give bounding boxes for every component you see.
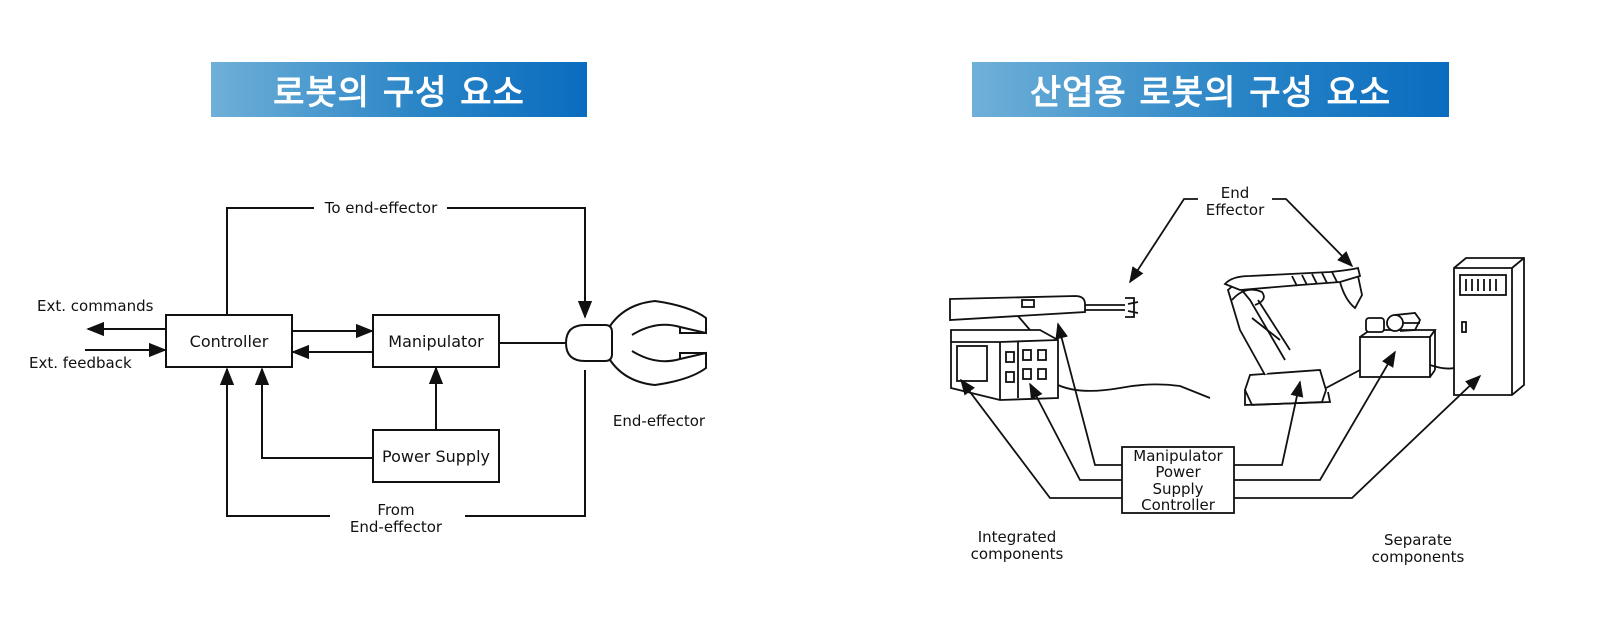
separate-robot-arm-icon (1223, 266, 1363, 406)
cable-1 (1057, 383, 1211, 399)
from-end-effector-line-right (465, 370, 586, 517)
right-diagram-labels: End Effector Manipulator Power Supply Co… (971, 184, 1465, 566)
manipulator-box (372, 314, 500, 368)
left-block-diagram (85, 207, 707, 517)
power-to-ctrl-arrow (254, 367, 373, 459)
from-label-line1: From (377, 501, 414, 519)
end-effector-pointer-right (1272, 198, 1354, 268)
end-effector-pointer-left (1129, 198, 1198, 284)
to-end-effector-label: To end-effector (324, 199, 438, 217)
right-industrial-diagram (949, 198, 1525, 514)
end-label-line2: Effector (1206, 201, 1265, 219)
end-effector-label: End-effector (613, 412, 706, 430)
right-title-banner: 산업용 로봇의 구성 요소 (972, 62, 1449, 117)
separate-label-line2: components (1372, 548, 1465, 566)
manipulator-power-controller-box (1121, 446, 1235, 514)
power-supply-label: Power Supply (382, 447, 490, 466)
controller-box (165, 314, 293, 368)
end-label-line1: End (1221, 184, 1250, 202)
left-title: 로봇의 구성 요소 (273, 73, 525, 113)
to-end-effector-line-right (447, 207, 593, 319)
control-cabinet-icon (1453, 257, 1525, 396)
ext-feedback-label: Ext. feedback (29, 354, 132, 372)
box-to-integrated-line-1 (960, 378, 1122, 499)
box-to-integrated-line-2 (1029, 382, 1122, 481)
box-to-robot-line (1234, 380, 1304, 466)
box-label-line1: Manipulator (1133, 447, 1223, 465)
box-to-cabinet-line (1234, 374, 1482, 499)
cable-2 (1325, 369, 1361, 389)
to-end-effector-line-left (226, 207, 314, 315)
box-to-power-unit-line (1234, 350, 1396, 481)
gripper-icon (564, 299, 707, 387)
manipulator-label: Manipulator (388, 332, 484, 351)
box-to-integrated-line-3 (1055, 322, 1122, 466)
power-unit-icon (1359, 312, 1437, 378)
separate-label-line1: Separate (1384, 531, 1452, 549)
left-title-banner: 로봇의 구성 요소 (211, 62, 587, 117)
box-label-line2: Power (1155, 463, 1201, 481)
left-diagram-labels: Controller Manipulator Power Supply To e… (29, 199, 706, 536)
integrated-label-line1: Integrated (978, 528, 1057, 546)
from-label-line2: End-effector (350, 518, 443, 536)
ext-commands-label: Ext. commands (37, 297, 154, 315)
cable-3 (1429, 364, 1455, 370)
controller-label: Controller (190, 332, 269, 351)
box-label-line3: Supply (1152, 480, 1203, 498)
from-end-effector-line-left (219, 367, 330, 517)
right-title: 산업용 로봇의 구성 요소 (1029, 73, 1392, 113)
integrated-robot-icon (949, 295, 1139, 401)
integrated-label-line2: components (971, 545, 1064, 563)
box-label-line4: Controller (1141, 496, 1216, 514)
